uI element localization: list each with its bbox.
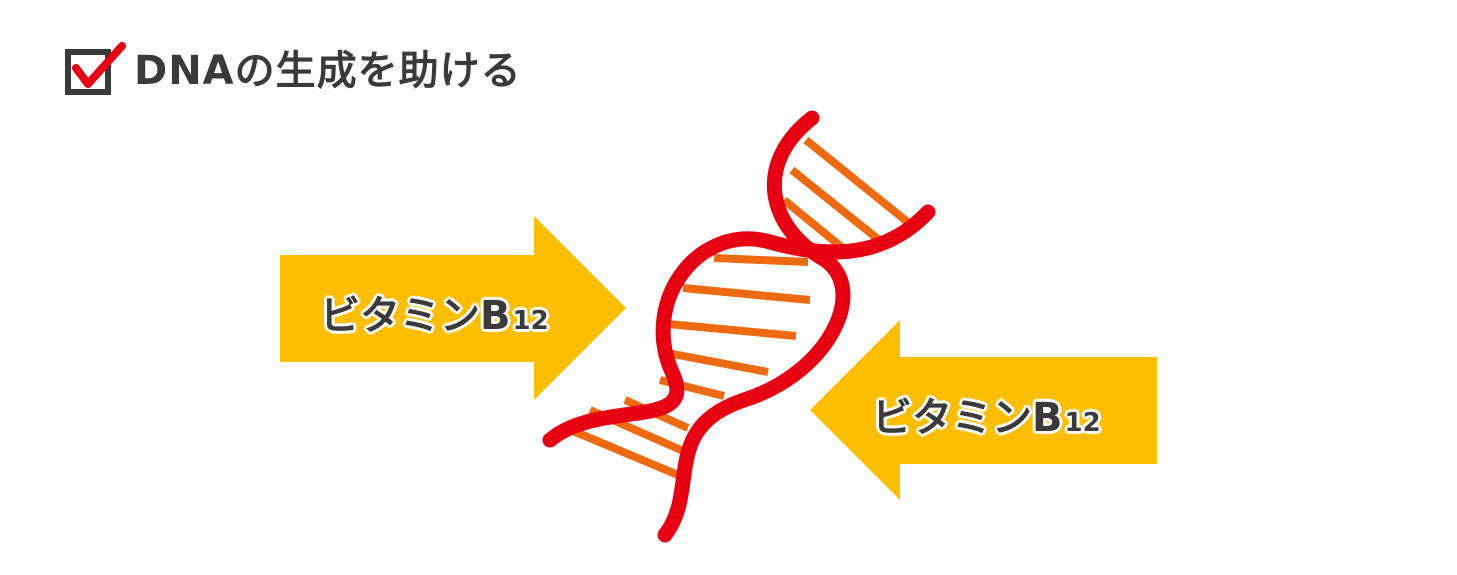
dna-strands bbox=[542, 110, 936, 543]
arrow-label-left: ビタミンB 12 bbox=[320, 283, 549, 341]
arrow-right bbox=[280, 216, 626, 400]
page-title: DNAの生成を助ける bbox=[134, 48, 522, 94]
header: DNAの生成を助ける bbox=[64, 42, 522, 100]
dna-rungs bbox=[564, 136, 913, 484]
vitamin-subscript: 12 bbox=[512, 306, 549, 336]
arrow-label-right: ビタミンB 12 bbox=[872, 385, 1101, 443]
arrow-left bbox=[810, 320, 1157, 500]
vitamin-subscript: 12 bbox=[1064, 408, 1101, 438]
vitamin-label: ビタミンB bbox=[320, 293, 511, 339]
checkbox-checked-icon bbox=[65, 42, 126, 95]
vitamin-label: ビタミンB bbox=[872, 395, 1063, 441]
